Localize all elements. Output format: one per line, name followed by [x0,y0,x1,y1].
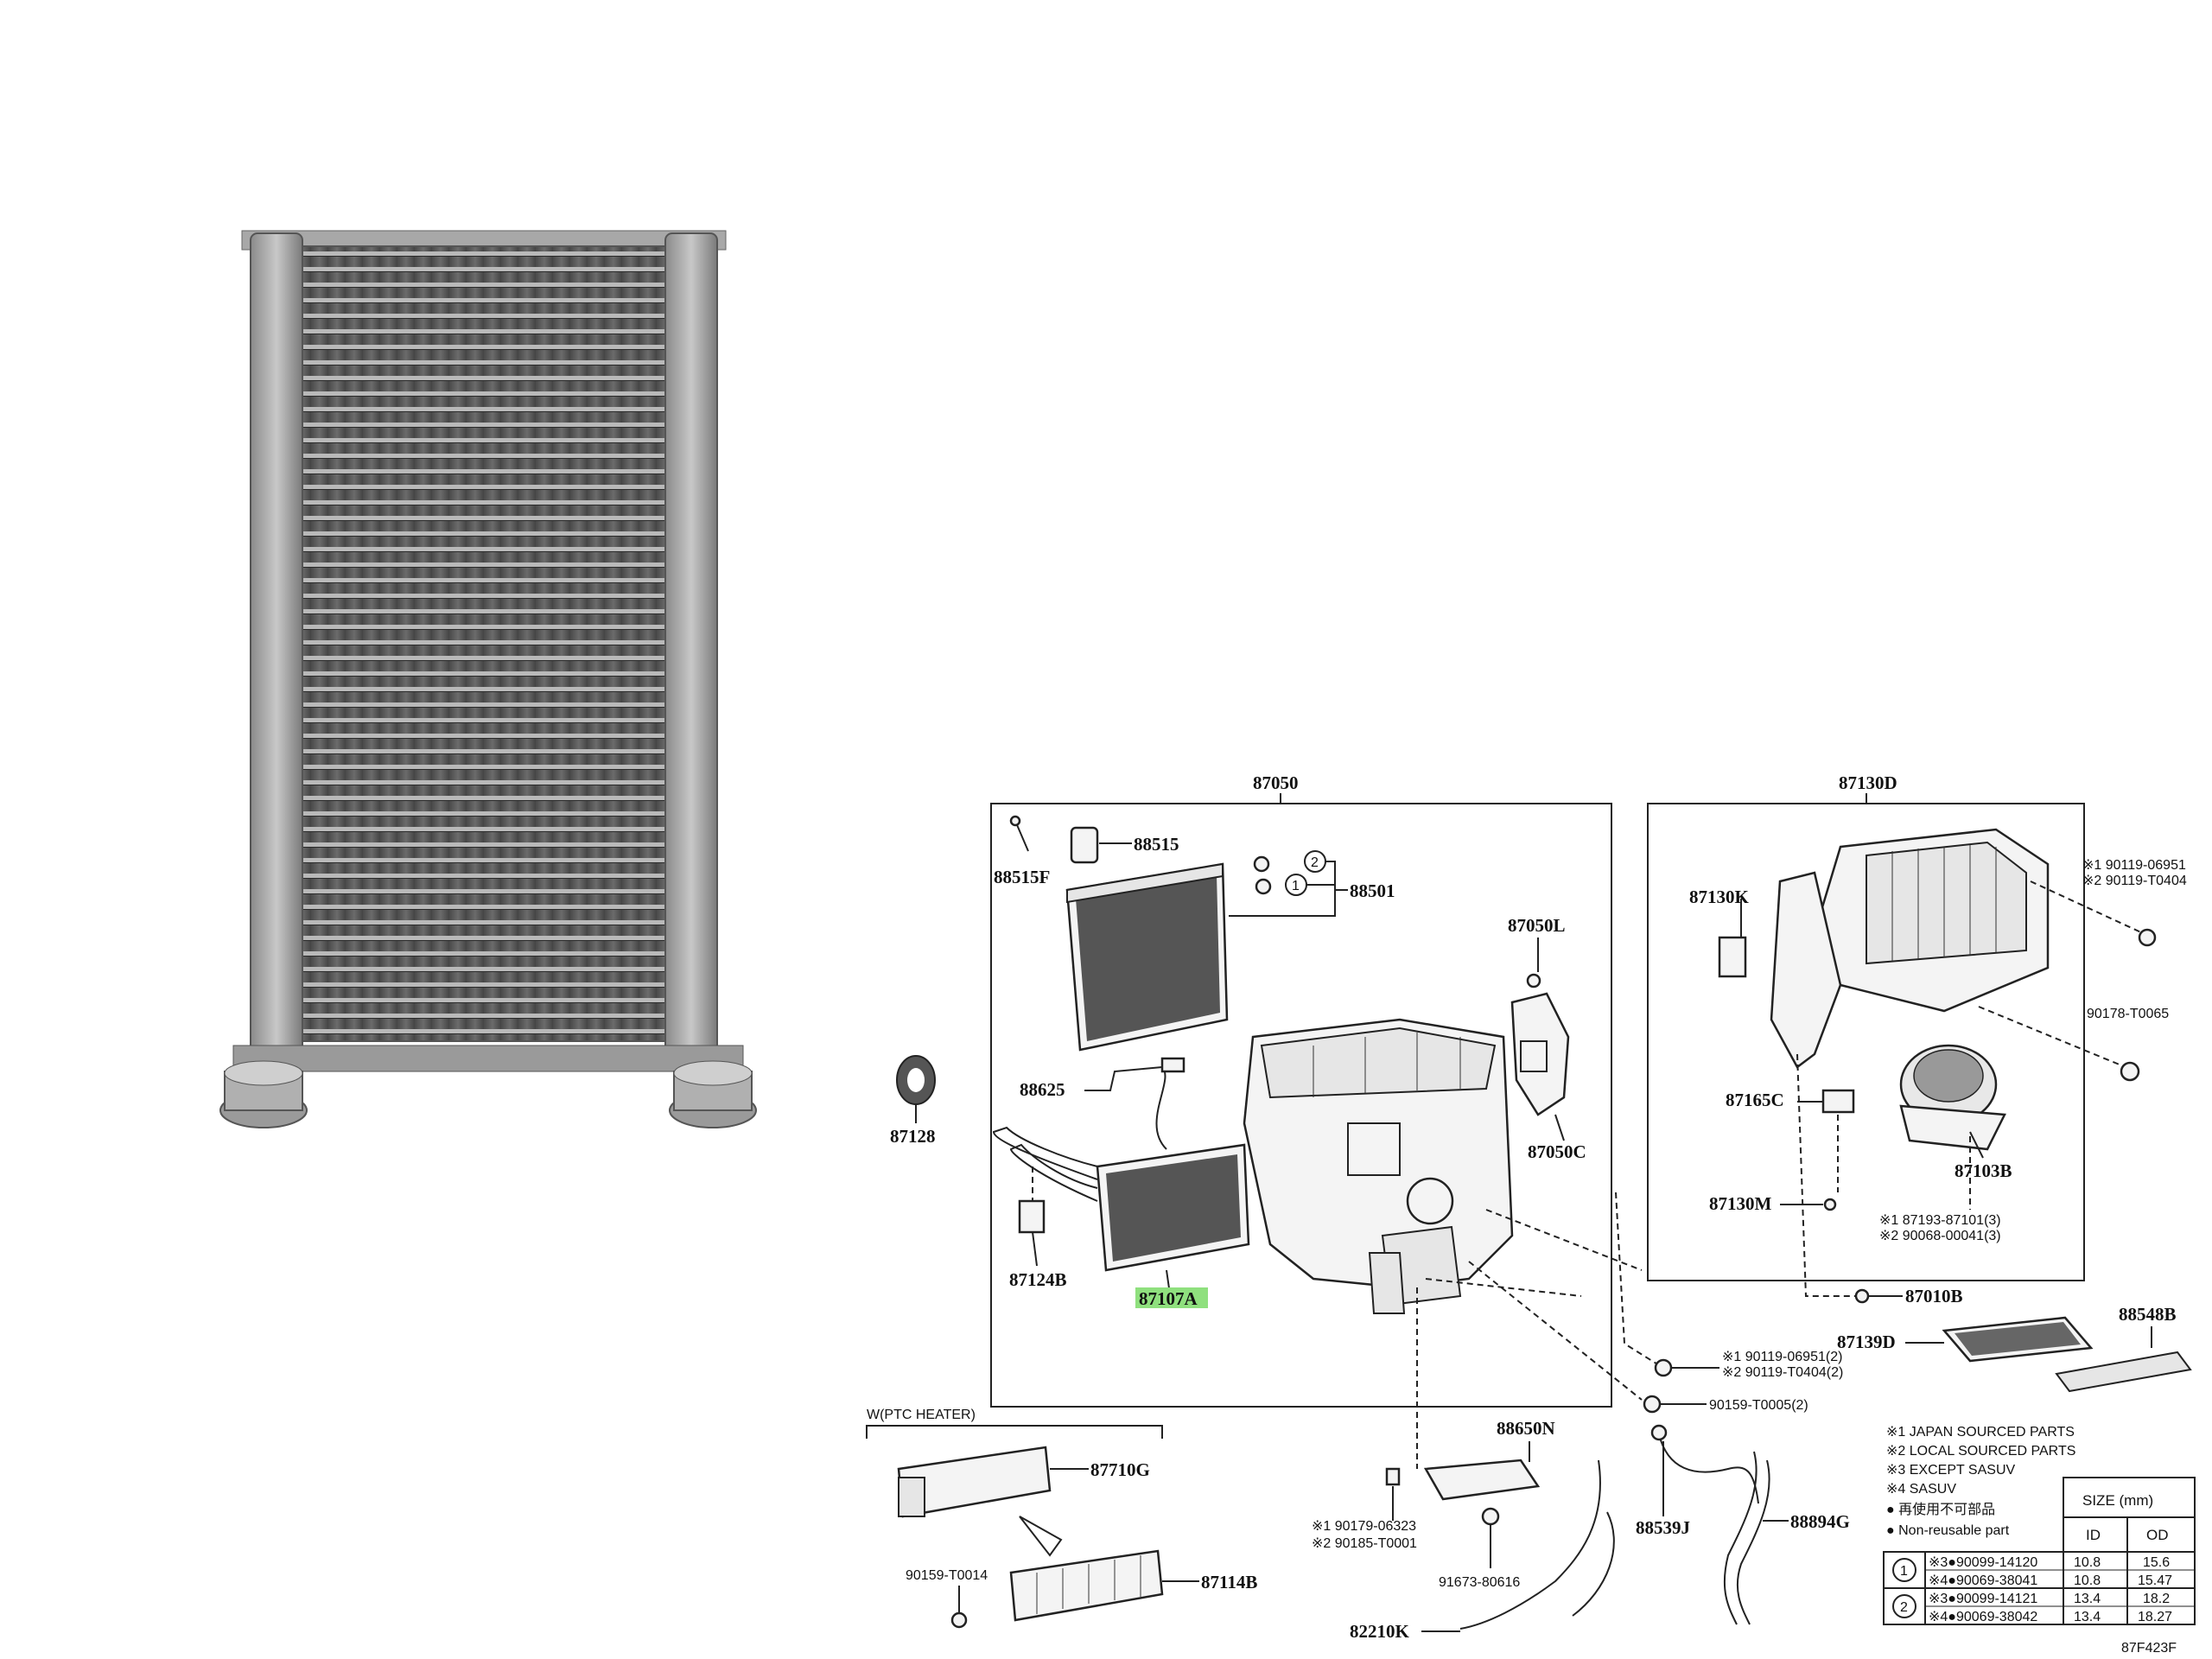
blower-housing-87130D [1770,828,2050,1069]
label-88625: 88625 [1020,1079,1065,1100]
note-sasuv: ※4 SASUV [1886,1482,1956,1497]
diagram-footer-code: 87F423F [2121,1641,2177,1656]
grommet-87128 [896,1055,936,1105]
control-87165C [1821,1089,1855,1114]
filter-cover-88548B [2055,1351,2192,1393]
heater-core-87107A [992,1126,1250,1272]
label-87010B: 87010B [1905,1286,1963,1306]
label-90179-06323: ※1 90179-06323 [1312,1519,1416,1534]
arrow-down-icon [1019,1516,1063,1557]
label-88894G: 88894G [1790,1511,1850,1532]
label-90185-T0001: ※2 90185-T0001 [1312,1536,1417,1551]
group-label-87050: 87050 [1253,772,1299,793]
harness-82210K [1459,1459,1601,1630]
label-88515F: 88515F [994,867,1050,887]
label-87050L: 87050L [1508,915,1566,936]
label-90119-T0404-right: ※2 90119-T0404 [2082,874,2187,888]
label-90159-T0005: 90159-T0005(2) [1709,1398,1808,1413]
actuator-87050C [1510,992,1570,1116]
label-90159-T0014: 90159-T0014 [906,1568,988,1583]
size-row-part: ※3●90099-14121 [1929,1592,2037,1606]
clamp-87124B [1018,1199,1046,1234]
label-88539J: 88539J [1636,1517,1690,1538]
label-87114B: 87114B [1201,1572,1257,1592]
label-87130K: 87130K [1689,887,1750,907]
size-row-id: 10.8 [2074,1573,2101,1588]
size-table-title: SIZE (mm) [2082,1492,2153,1509]
control-module-88650N [1423,1459,1541,1501]
cabin-air-filter-87139D [1942,1316,2094,1363]
label-87103B: 87103B [1955,1160,2012,1181]
label-88650N: 88650N [1497,1418,1555,1439]
size-row-id: 10.8 [2074,1555,2101,1570]
size-row-key-2: 2 [1900,1600,1908,1615]
label-90119-06951-right: ※1 90119-06951 [2082,858,2186,873]
size-row-od: 18.2 [2143,1592,2170,1606]
label-87107A: 87107A [1139,1288,1198,1309]
size-table-header-od: OD [2146,1527,2169,1543]
label-87128: 87128 [890,1126,936,1147]
label-82210K: 82210K [1350,1621,1410,1642]
size-table: SIZE (mm) ID OD 1 2 ※3●90099-14120 10.8 … [1883,1477,2196,1625]
label-87165C: 87165C [1726,1090,1784,1110]
size-row-od: 18.27 [2138,1610,2172,1624]
note-except-sasuv: ※3 EXCEPT SASUV [1886,1463,2015,1478]
label-87193-87101: ※1 87193-87101(3) [1879,1213,2001,1228]
note-non-reusable-jp: ● 再使用不可部品 [1886,1502,1995,1517]
size-row-part: ※4●90069-38041 [1929,1573,2037,1588]
size-row-id: 13.4 [2074,1610,2101,1624]
group-frame-87050 [990,803,1612,1408]
ptc-heater-label: W(PTC HEATER) [867,1408,976,1422]
size-row-part: ※4●90069-38042 [1929,1610,2037,1624]
label-88501: 88501 [1350,880,1395,901]
label-87139D: 87139D [1837,1332,1896,1352]
label-90178-T0065: 90178-T0065 [2087,1007,2169,1021]
hose-88894G [1723,1451,1758,1625]
note-non-reusable-en: ● Non-reusable part [1886,1523,2010,1538]
expansion-valve-88515 [1070,826,1099,864]
size-row-part: ※3●90099-14120 [1929,1555,2037,1570]
label-87050C: 87050C [1528,1141,1586,1162]
label-90119-06951-bottom: ※1 90119-06951(2) [1722,1350,1842,1364]
hose-88539J [1658,1433,1759,1504]
size-row-od: 15.47 [2138,1573,2172,1588]
resistor-87130K [1718,936,1747,978]
size-row-od: 15.6 [2143,1555,2170,1570]
heater-core-photo [219,230,757,1128]
label-91673-80616: 91673-80616 [1439,1575,1520,1590]
size-table-header-id: ID [2086,1527,2101,1543]
ptc-element-87114B [1009,1549,1164,1622]
size-row-key-1: 1 [1900,1564,1908,1579]
label-87124B: 87124B [1009,1269,1067,1290]
circle-ref-1: 1 [1292,879,1300,893]
label-90068-00041: ※2 90068-00041(3) [1879,1229,2001,1243]
evaporator-core [1065,862,1229,1052]
label-87130M: 87130M [1709,1193,1772,1214]
label-88515: 88515 [1134,834,1179,855]
heater-unit-housing [1243,1018,1514,1314]
circle-ref-2: 2 [1311,855,1319,870]
group-label-87130D: 87130D [1839,772,1897,793]
note-local-sourced: ※2 LOCAL SOURCED PARTS [1886,1444,2075,1459]
ptc-heater-87710G [897,1446,1052,1518]
size-row-id: 13.4 [2074,1592,2101,1606]
label-90119-T0404-bottom: ※2 90119-T0404(2) [1722,1365,1843,1380]
blower-motor-87103B [1899,1044,2006,1151]
note-japan-sourced: ※1 JAPAN SOURCED PARTS [1886,1425,2075,1440]
label-87710G: 87710G [1090,1459,1150,1480]
label-88548B: 88548B [2119,1304,2177,1325]
